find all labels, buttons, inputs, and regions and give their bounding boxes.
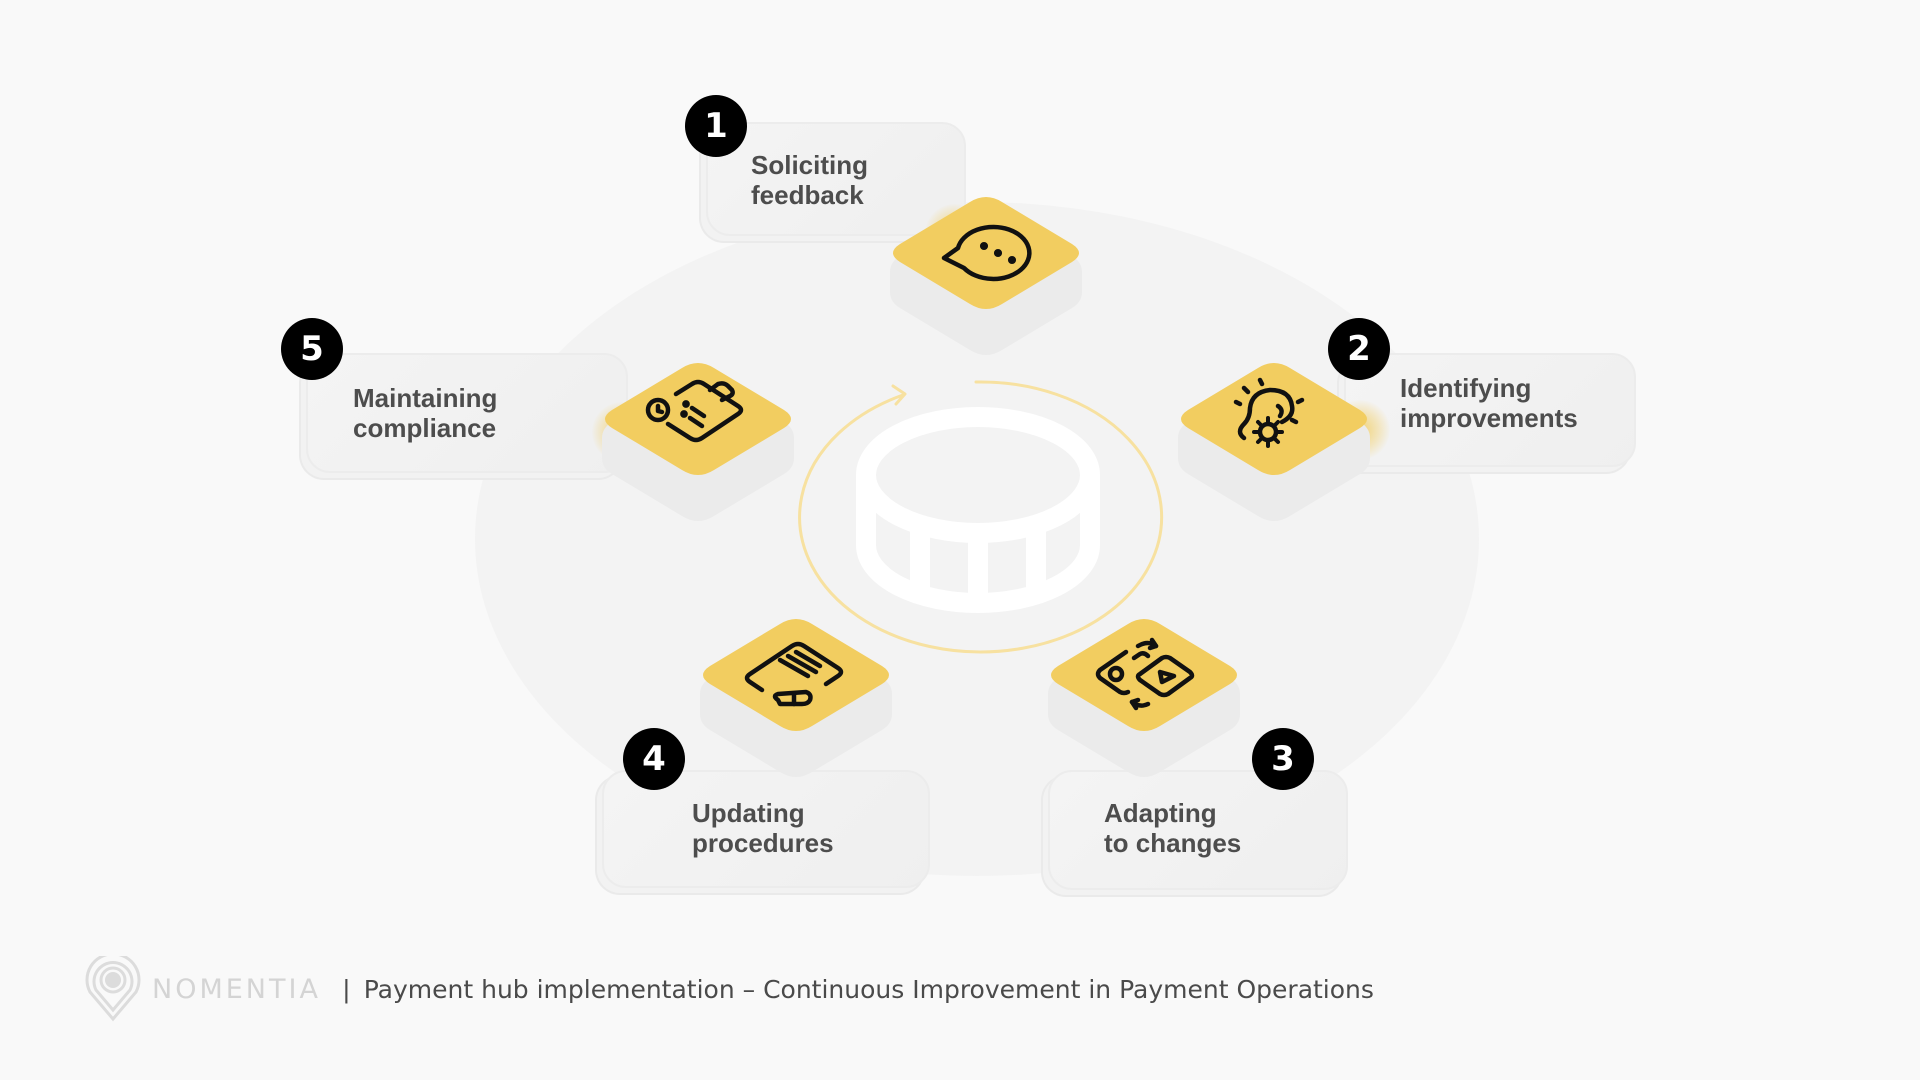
step-label-4: Updating procedures bbox=[692, 798, 834, 858]
step-badge-5: 5 bbox=[281, 318, 343, 380]
step-label-1: Soliciting feedback bbox=[751, 150, 868, 210]
document-pencil-icon bbox=[744, 641, 844, 707]
brand-name: NOMENTIA bbox=[152, 973, 321, 1005]
footer: NOMENTIA | Payment hub implementation – … bbox=[84, 954, 1374, 1024]
step-label-3: Adapting to changes bbox=[1104, 798, 1242, 858]
step-tile-5 bbox=[602, 363, 794, 521]
footer-separator: | bbox=[342, 973, 350, 1004]
step-badge-3: 3 bbox=[1252, 728, 1314, 790]
step-card-1: Soliciting feedback bbox=[706, 122, 966, 236]
nomentia-logo-icon bbox=[85, 956, 141, 1022]
clipboard-clock-icon bbox=[645, 379, 744, 443]
step-tile-2 bbox=[1178, 363, 1370, 521]
speech-bubble-icon bbox=[941, 224, 1032, 282]
step-badge-4: 4 bbox=[623, 728, 685, 790]
step-card-3: Adapting to changes bbox=[1048, 770, 1348, 890]
step-tile-1 bbox=[890, 197, 1082, 355]
presentation-title: Payment hub implementation – Continuous … bbox=[363, 974, 1374, 1004]
step-badge-1: 1 bbox=[685, 95, 747, 157]
step-label-5: Maintaining compliance bbox=[353, 383, 498, 443]
step-card-5: Maintaining compliance bbox=[306, 353, 628, 473]
lightbulb-gear-icon bbox=[1233, 377, 1305, 448]
step-label-2: Identifying improvements bbox=[1400, 373, 1578, 433]
step-tile-3 bbox=[1048, 619, 1240, 777]
step-tile-4 bbox=[700, 619, 892, 777]
step-badge-2: 2 bbox=[1328, 318, 1390, 380]
shapes-swap-icon bbox=[1095, 637, 1195, 711]
step-card-2: Identifying improvements bbox=[1344, 353, 1636, 467]
